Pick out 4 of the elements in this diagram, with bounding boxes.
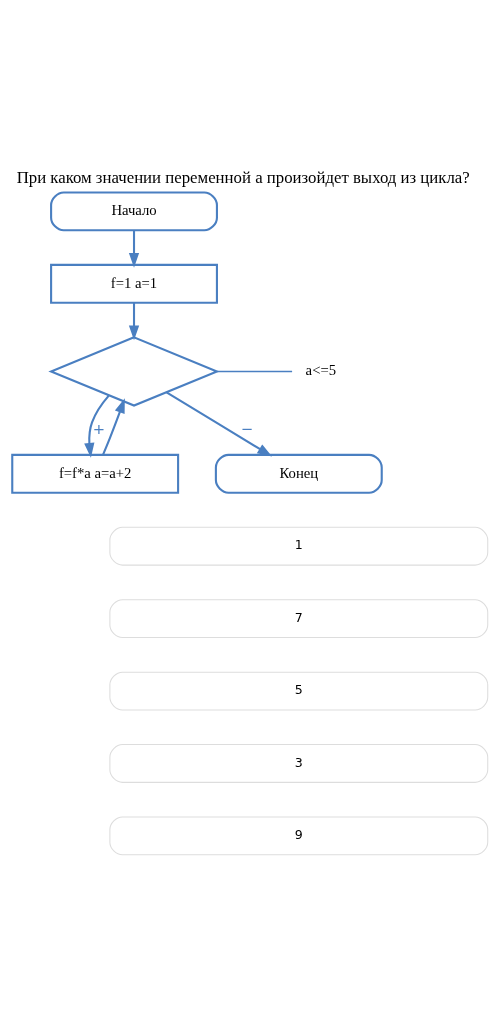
edge-label: + — [92, 419, 106, 437]
edge-label: − — [240, 419, 254, 437]
node-text: a<=5 — [305, 361, 337, 378]
diagram-title: При каком значении переменной а произойдет выход из цикла? — [16, 167, 470, 187]
